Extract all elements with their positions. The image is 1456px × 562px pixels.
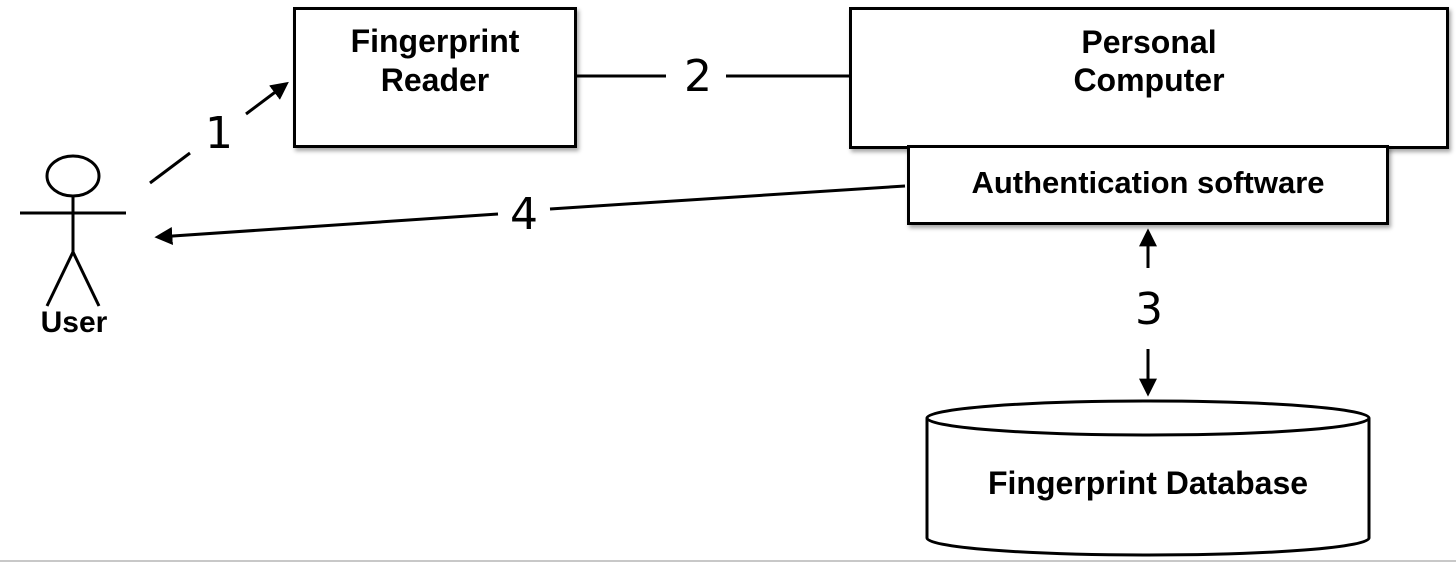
step-1-label: 1 xyxy=(205,108,233,159)
authentication-software-box: Authentication software xyxy=(907,145,1389,225)
step-3-label: 3 xyxy=(1135,284,1163,335)
bottom-divider xyxy=(0,560,1456,562)
step-1-line-segment xyxy=(149,151,191,185)
fingerprint-database-cylinder xyxy=(925,399,1371,557)
fingerprint-database-label: Fingerprint Database xyxy=(987,465,1309,501)
personal-computer-box: Personal Computer xyxy=(849,7,1449,149)
user-actor-figure xyxy=(20,154,126,307)
step-2-label: 2 xyxy=(684,51,712,102)
personal-computer-label: Personal Computer xyxy=(1073,23,1225,98)
step-4-label: 4 xyxy=(510,189,538,240)
step-1-arrow xyxy=(245,81,289,116)
fingerprint-reader-box: Fingerprint Reader xyxy=(293,7,577,148)
user-label: User xyxy=(40,306,108,339)
step-4-arrow xyxy=(154,212,499,246)
step-4-line-segment xyxy=(549,184,906,211)
authentication-software-label: Authentication software xyxy=(971,165,1325,201)
fingerprint-reader-label: Fingerprint Reader xyxy=(350,23,520,98)
